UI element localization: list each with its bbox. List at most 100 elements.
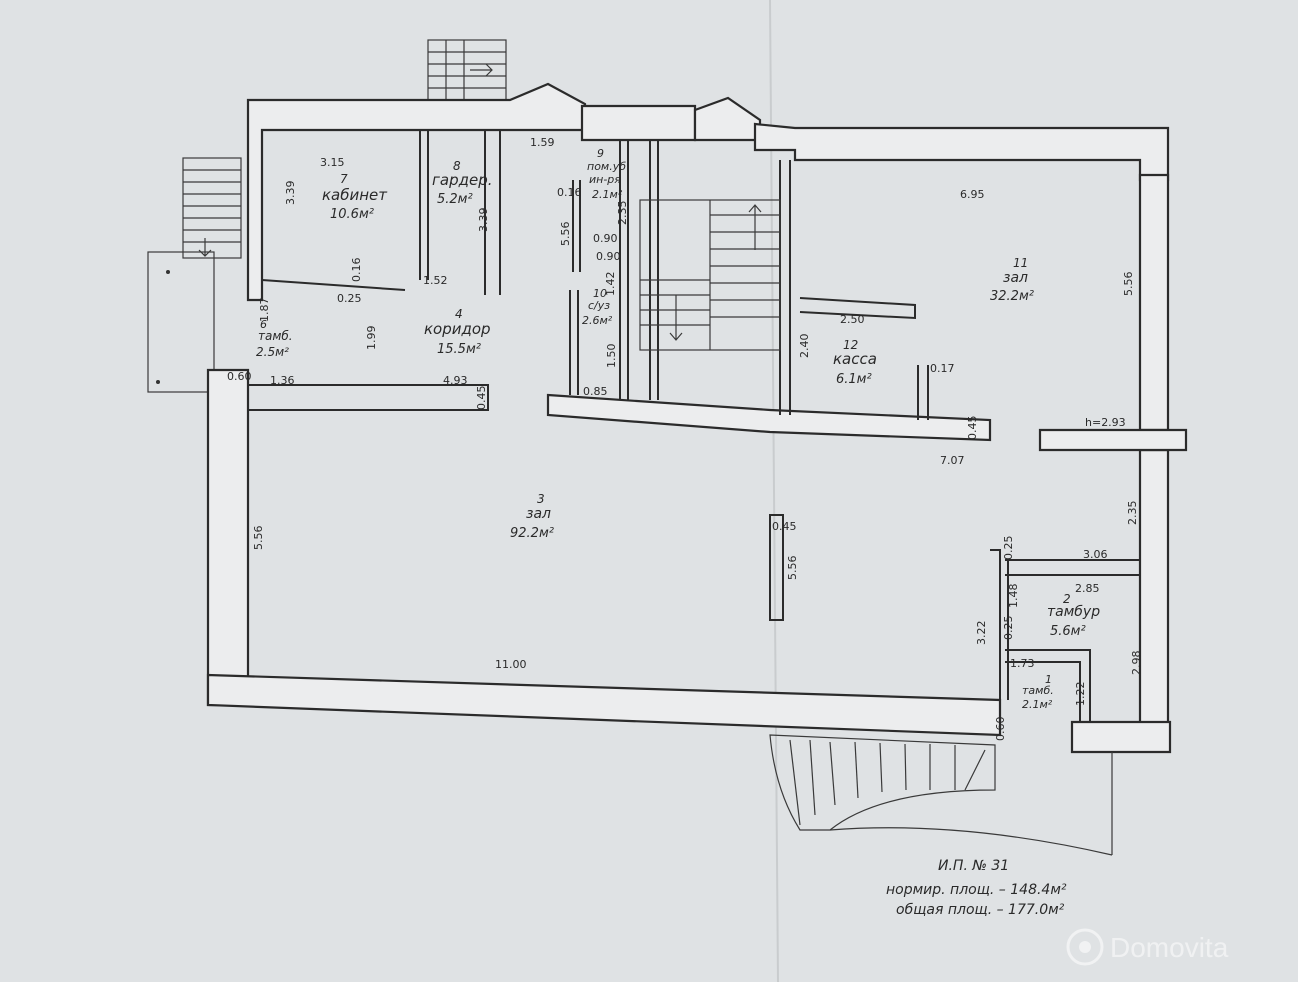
svg-text:2.35: 2.35 xyxy=(1126,501,1139,526)
svg-text:3.06: 3.06 xyxy=(1083,548,1108,561)
svg-text:кабинет: кабинет xyxy=(322,186,388,204)
svg-text:7.07: 7.07 xyxy=(940,454,965,467)
svg-text:3: 3 xyxy=(537,492,545,506)
svg-text:0.60: 0.60 xyxy=(227,370,252,383)
svg-text:тамб.: тамб. xyxy=(1022,684,1054,697)
svg-text:2.50: 2.50 xyxy=(840,313,865,326)
svg-text:зал: зал xyxy=(526,506,551,522)
left-exterior-stair xyxy=(147,157,242,393)
svg-text:10: 10 xyxy=(593,287,607,300)
svg-text:0.60: 0.60 xyxy=(994,717,1007,742)
svg-text:6: 6 xyxy=(260,318,267,331)
svg-text:10.6м²: 10.6м² xyxy=(330,207,374,222)
svg-text:1.42: 1.42 xyxy=(604,272,617,297)
room-11: 11 зал 32.2м² xyxy=(990,256,1034,304)
svg-text:0.90: 0.90 xyxy=(596,250,621,263)
svg-text:32.2м²: 32.2м² xyxy=(990,289,1034,304)
svg-text:общая площ. – 177.0м²: общая площ. – 177.0м² xyxy=(896,902,1065,918)
svg-text:5.56: 5.56 xyxy=(252,526,265,551)
svg-text:6.1м²: 6.1м² xyxy=(836,372,872,387)
svg-text:ин-ря: ин-ря xyxy=(589,173,621,186)
svg-text:0.45: 0.45 xyxy=(772,520,797,533)
svg-text:15.5м²: 15.5м² xyxy=(437,342,481,357)
svg-text:3.15: 3.15 xyxy=(320,156,345,169)
svg-text:1.99: 1.99 xyxy=(365,326,378,351)
room-7: 7 кабинет 10.6м² xyxy=(322,172,388,222)
svg-text:1.50: 1.50 xyxy=(605,344,618,369)
svg-text:4: 4 xyxy=(455,307,463,321)
svg-text:5.2м²: 5.2м² xyxy=(437,192,473,207)
svg-text:0.16: 0.16 xyxy=(350,258,363,283)
svg-text:0.25: 0.25 xyxy=(1002,616,1015,641)
interior-partitions xyxy=(247,130,1140,722)
svg-text:зал: зал xyxy=(1003,270,1028,286)
svg-text:1.59: 1.59 xyxy=(530,136,555,149)
room-2: 2 тамбур 5.6м² xyxy=(1047,592,1100,639)
svg-text:1.22: 1.22 xyxy=(1074,682,1087,707)
svg-text:1.36: 1.36 xyxy=(270,374,295,387)
watermark-logo: Domovita xyxy=(1066,928,1229,966)
room-12: 12 касса 6.1м² xyxy=(833,338,877,387)
room-4: 4 коридор 15.5м² xyxy=(424,307,491,357)
svg-text:0.25: 0.25 xyxy=(337,292,362,305)
svg-text:1: 1 xyxy=(1045,673,1052,686)
svg-text:3.39: 3.39 xyxy=(477,208,490,233)
svg-text:2.1м²: 2.1м² xyxy=(1022,698,1053,711)
svg-text:3.39: 3.39 xyxy=(284,181,297,206)
svg-text:2.6м²: 2.6м² xyxy=(582,314,613,327)
svg-text:5.56: 5.56 xyxy=(1122,272,1135,297)
svg-text:5.6м²: 5.6м² xyxy=(1050,624,1086,639)
svg-text:11.00: 11.00 xyxy=(495,658,527,671)
paper-fold xyxy=(769,0,779,982)
svg-text:0.25: 0.25 xyxy=(1002,536,1015,561)
dimension-labels: 3.15 3.39 3.39 1.59 0.16 5.56 2.35 0.90 … xyxy=(227,136,1143,741)
svg-text:8: 8 xyxy=(453,159,461,173)
svg-text:6.95: 6.95 xyxy=(960,188,985,201)
room-9: 9 пом.уб ин-ря 2.1м² xyxy=(587,147,626,201)
svg-text:9: 9 xyxy=(597,147,604,160)
svg-text:Domovita: Domovita xyxy=(1110,932,1229,963)
svg-text:0.85: 0.85 xyxy=(583,385,608,398)
svg-text:с/уз: с/уз xyxy=(588,299,610,312)
svg-text:7: 7 xyxy=(340,172,348,186)
svg-text:5.56: 5.56 xyxy=(559,222,572,247)
room-3: 3 зал 92.2м² xyxy=(510,492,554,541)
room-10: 10 с/уз 2.6м² xyxy=(582,287,613,327)
svg-text:5.56: 5.56 xyxy=(786,556,799,581)
room-8: 8 гардер. 5.2м² xyxy=(432,159,492,207)
svg-text:И.П. № 31: И.П. № 31 xyxy=(938,858,1009,874)
svg-text:2.1м²: 2.1м² xyxy=(592,188,623,201)
svg-text:92.2м²: 92.2м² xyxy=(510,526,554,541)
svg-text:12: 12 xyxy=(843,338,858,352)
room-1: 1 тамб. 2.1м² xyxy=(1022,673,1054,711)
svg-text:коридор: коридор xyxy=(424,320,491,338)
svg-text:2.40: 2.40 xyxy=(798,334,811,359)
svg-text:h=2.93: h=2.93 xyxy=(1085,416,1126,429)
svg-text:4.93: 4.93 xyxy=(443,374,468,387)
svg-text:11: 11 xyxy=(1013,256,1028,270)
svg-text:0.90: 0.90 xyxy=(593,232,618,245)
svg-text:2.5м²: 2.5м² xyxy=(256,345,289,359)
bottom-exterior-stair xyxy=(769,734,1113,856)
svg-text:0.45: 0.45 xyxy=(966,416,979,441)
svg-text:1.87: 1.87 xyxy=(258,298,271,323)
room-6: 6 тамб. 2.5м² xyxy=(256,318,293,359)
svg-text:2.35: 2.35 xyxy=(616,201,629,226)
svg-text:2.85: 2.85 xyxy=(1075,582,1100,595)
svg-text:2: 2 xyxy=(1063,592,1071,606)
svg-text:касса: касса xyxy=(833,350,877,368)
svg-text:3.22: 3.22 xyxy=(975,621,988,646)
svg-text:тамб.: тамб. xyxy=(258,329,293,343)
svg-text:0.17: 0.17 xyxy=(930,362,955,375)
svg-text:0.16: 0.16 xyxy=(557,186,582,199)
title-block: И.П. № 31 нормир. площ. – 148.4м² общая … xyxy=(886,858,1067,918)
svg-text:1.73: 1.73 xyxy=(1010,657,1035,670)
exterior-walls xyxy=(206,82,1188,754)
svg-text:гардер.: гардер. xyxy=(432,171,492,189)
svg-text:тамбур: тамбур xyxy=(1047,604,1100,620)
svg-text:1.48: 1.48 xyxy=(1007,584,1020,609)
interior-stair xyxy=(639,199,781,351)
svg-text:0.45: 0.45 xyxy=(475,386,488,411)
